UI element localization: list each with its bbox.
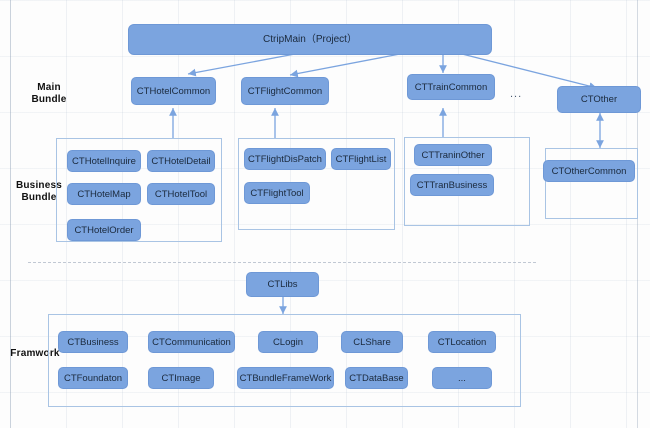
arrow-project-to-flightcommon xyxy=(289,53,401,78)
tier-separator-dashed xyxy=(28,262,536,263)
row-label-main-bundle: Main Bundle xyxy=(31,82,67,105)
node-cttraninother[interactable]: CTTraninOther xyxy=(414,144,492,166)
node-clogin[interactable]: CLogin xyxy=(258,331,318,353)
node-cthotelorder[interactable]: CTHotelOrder xyxy=(67,219,141,241)
node-ctdatabase[interactable]: CTDataBase xyxy=(345,367,408,389)
node-ctflightlist[interactable]: CTFlightList xyxy=(331,148,391,170)
node-ctfoundaton[interactable]: CTFoundaton xyxy=(58,367,128,389)
node-cthotelcommon[interactable]: CTHotelCommon xyxy=(131,77,216,105)
group-hotel-bundle xyxy=(56,138,222,242)
row-label-business-bundle: Business Bundle xyxy=(15,180,63,203)
node-cttraincommon[interactable]: CTTrainCommon xyxy=(407,74,495,100)
node-cthoteldetail[interactable]: CTHotelDetail xyxy=(147,150,215,172)
arrow-project-to-hotelcommon xyxy=(187,53,296,77)
node-framework-ellipsis[interactable]: ... xyxy=(432,367,492,389)
node-ctother[interactable]: CTOther xyxy=(557,86,641,113)
node-cthoteltool[interactable]: CTHotelTool xyxy=(147,183,215,205)
node-ctripmain-project[interactable]: CtripMain（Project） xyxy=(128,24,492,55)
group-flight-bundle xyxy=(238,138,395,230)
node-ctflighttool[interactable]: CTFlightTool xyxy=(244,182,310,204)
node-ctflightdispatch[interactable]: CTFlightDisPatch xyxy=(244,148,326,170)
node-cthotelmap[interactable]: CTHotelMap xyxy=(67,183,141,205)
node-ctlibs[interactable]: CTLibs xyxy=(246,272,319,297)
node-ctimage[interactable]: CTImage xyxy=(148,367,214,389)
node-ctbundleframework[interactable]: CTBundleFrameWork xyxy=(237,367,334,389)
node-clshare[interactable]: CLShare xyxy=(341,331,403,353)
node-ctcommunication[interactable]: CTCommunication xyxy=(148,331,235,353)
node-ctflightcommon[interactable]: CTFlightCommon xyxy=(241,77,329,105)
node-ctothercommon[interactable]: CTOtherCommon xyxy=(543,160,635,182)
main-bundle-ellipsis: ... xyxy=(510,88,523,100)
node-ctbusiness[interactable]: CTBusiness xyxy=(58,331,128,353)
page-left-edge xyxy=(10,0,11,428)
node-cttranbusiness[interactable]: CTTranBusiness xyxy=(410,174,494,196)
row-label-framework: Framwork xyxy=(10,348,60,359)
group-train-bundle xyxy=(404,137,530,226)
node-ctlocation[interactable]: CTLocation xyxy=(428,331,496,353)
group-other-bundle xyxy=(545,148,638,219)
node-cthotelinquire[interactable]: CTHotelInquire xyxy=(67,150,141,172)
group-framework xyxy=(48,314,521,407)
